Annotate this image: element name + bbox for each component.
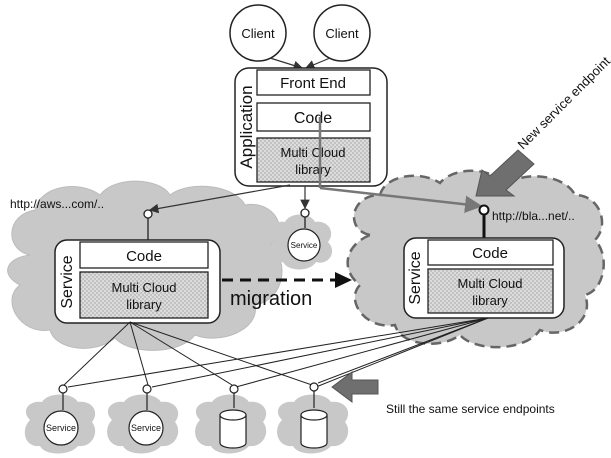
right-service-label: Service xyxy=(407,251,424,304)
client-label: Client xyxy=(241,26,275,41)
left-library-box xyxy=(79,271,209,319)
client-arrow xyxy=(304,57,331,70)
app-library-box xyxy=(256,137,371,183)
bottom-service-label: Service xyxy=(46,423,76,433)
client-node xyxy=(313,4,371,62)
left-service-label: Service xyxy=(59,255,76,308)
small-service-label: Service xyxy=(291,241,318,250)
bottom-endpoints xyxy=(58,382,319,410)
new-endpoint-pointer-arrow xyxy=(475,149,535,197)
new-endpoint-url-label: http://bla...net/.. xyxy=(492,209,575,223)
right-code-label: Code xyxy=(472,245,508,262)
database-icon xyxy=(300,409,328,449)
migration-label: migration xyxy=(230,288,312,310)
app-to-aws-endpoint xyxy=(148,184,291,214)
right-library-connections xyxy=(67,317,489,388)
front-end-box xyxy=(256,69,371,96)
new-endpoint-connection xyxy=(319,186,483,214)
same-endpoints-pointer-arrow xyxy=(331,371,379,403)
same-endpoints-label: Still the same service endpoints xyxy=(386,402,555,416)
right-code-box xyxy=(427,239,554,266)
left-library-label: library xyxy=(126,297,162,312)
left-code-box xyxy=(79,241,209,269)
aws-endpoint-marker xyxy=(143,209,153,219)
new-endpoint-marker xyxy=(478,204,490,216)
client-node xyxy=(229,4,287,62)
app-code-label: Code xyxy=(294,110,332,127)
app-code-box xyxy=(256,102,371,132)
small-endpoint-marker xyxy=(300,208,310,218)
small-service-node xyxy=(287,228,321,262)
right-library-label: Multi Cloud xyxy=(457,276,522,291)
bottom-service-label: Service xyxy=(131,423,161,433)
client-arrow xyxy=(269,57,304,71)
bottom-service-node xyxy=(43,410,79,446)
front-end-label: Front End xyxy=(280,75,346,92)
client-label: Client xyxy=(325,26,359,41)
right-library-label: library xyxy=(472,293,508,308)
migration-arrowhead xyxy=(335,272,352,288)
left-code-label: Code xyxy=(126,248,162,265)
database-icon xyxy=(219,409,247,449)
left-library-label: Multi Cloud xyxy=(111,280,176,295)
bottom-service-node xyxy=(128,410,164,446)
right-library-box xyxy=(427,268,554,314)
new-endpoint-label: New service endpoint xyxy=(515,53,611,152)
app-library-label: library xyxy=(295,162,331,177)
application-label: Application xyxy=(237,85,256,168)
app-library-label: Multi Cloud xyxy=(280,145,345,160)
aws-endpoint-label: http://aws...com/.. xyxy=(10,197,104,211)
